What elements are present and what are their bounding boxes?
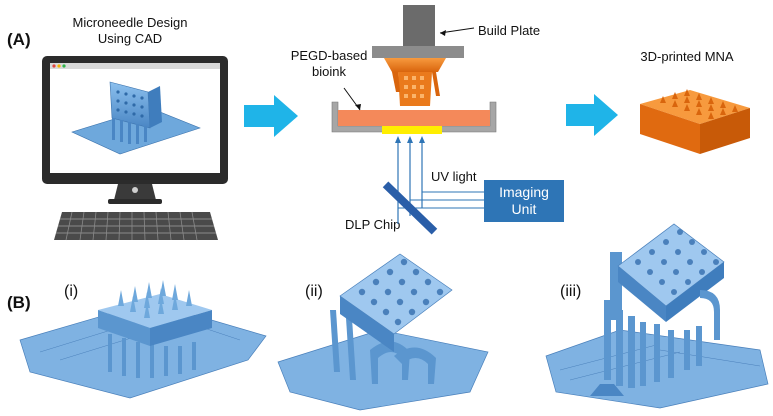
printed-mna <box>640 89 750 154</box>
bioink-line2: bioink <box>312 64 346 79</box>
variant-label-i: (i) <box>64 283 79 300</box>
keyboard <box>54 211 218 241</box>
imaging-unit-line2: Unit <box>511 201 537 217</box>
variant-label-ii: (ii) <box>305 283 323 300</box>
build-plate-pointer <box>439 27 475 34</box>
imaging-unit-label: Imaging Unit <box>484 184 564 218</box>
uv-window <box>382 126 442 134</box>
dlp-chip <box>382 181 438 235</box>
panel-a-label: (A) <box>7 30 31 49</box>
panel-b-label: (B) <box>7 293 31 312</box>
build-plate <box>372 5 464 58</box>
cad-design-caption: Microneedle Design Using CAD <box>50 15 210 47</box>
variant-label-iii: (iii) <box>560 283 582 300</box>
mna-result-label: 3D-printed MNA <box>640 49 734 64</box>
printed-structure <box>384 58 446 106</box>
cad-caption-line2: Using CAD <box>97 31 163 46</box>
variant-iii-model <box>545 223 769 409</box>
cad-caption-line1: Microneedle Design <box>72 15 188 30</box>
variant-i-model <box>19 280 267 399</box>
resin-vat <box>331 101 497 134</box>
cad-model-on-screen <box>71 81 201 155</box>
uv-light-label: UV light <box>431 169 477 184</box>
flow-arrow-1 <box>244 95 298 137</box>
imaging-unit <box>484 180 564 222</box>
bioink-line1: PEGD-based <box>290 48 368 63</box>
dlp-chip-label: DLP Chip <box>345 217 401 232</box>
bioink-layer <box>338 110 490 126</box>
variant-ii-model <box>277 253 489 411</box>
flow-arrow-2 <box>566 94 618 136</box>
imaging-unit-line1: Imaging <box>499 184 549 200</box>
bioink-label: PEGD-based bioink <box>289 48 369 80</box>
build-plate-label: Build Plate <box>478 23 541 38</box>
